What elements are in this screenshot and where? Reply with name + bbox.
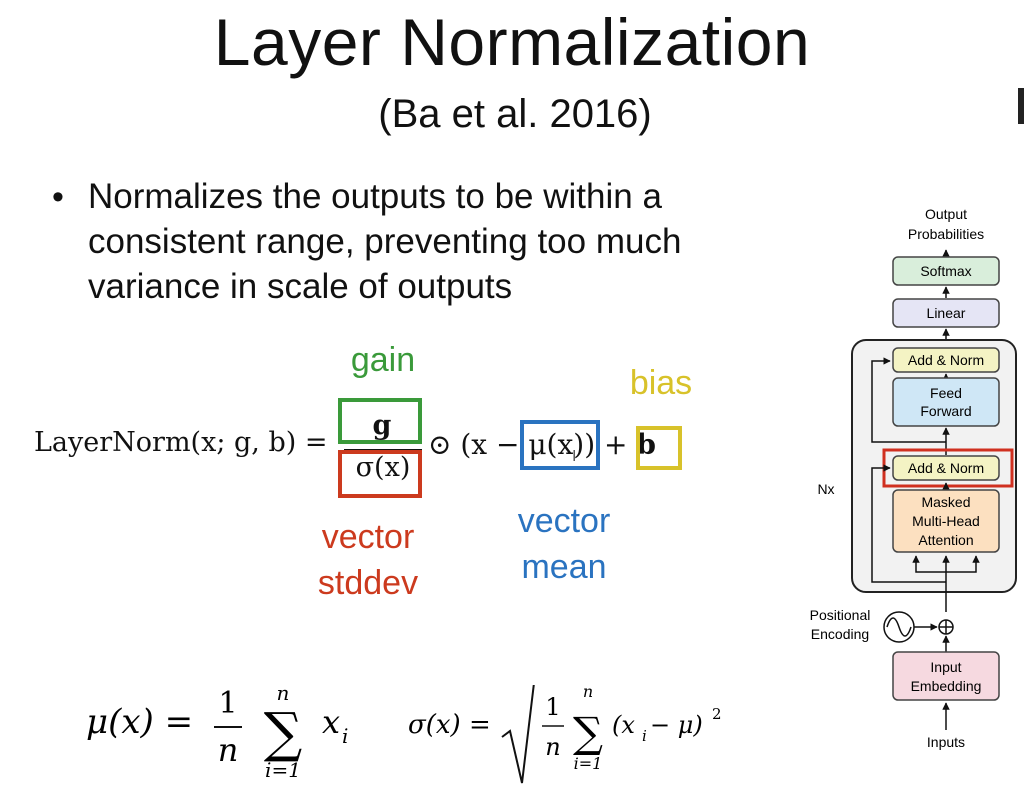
sine-wave-curve [886,617,912,637]
add-norm-top-label: Add & Norm [908,352,984,368]
stddev-highlight-box [338,450,422,498]
layernorm-rhs: ⊙ (x − μ(x)) + b [428,428,656,461]
output-label-line2: Probabilities [908,226,984,242]
std-eq-frac-den: n [545,733,560,761]
attention-label-line3: Attention [918,532,973,548]
gain-highlight-box [338,398,422,444]
mean-label-line2: mean [521,548,607,586]
std-eq-tail: − μ) [650,711,703,739]
add-norm-bottom-label: Add & Norm [908,460,984,476]
stddev-label-line1: vector [321,518,415,556]
bias-label: bias [629,364,693,402]
embedding-label-line2: Embedding [911,678,982,694]
bullet-text: Normalizes the outputs to be within a co… [88,177,682,306]
arrow-to-attn-q [912,555,946,573]
stddev-equation: σ(x) = 1 n n ∑ i=1 (x i − μ) 2 [408,685,722,784]
stddev-label-line2: stddev [317,564,419,602]
softmax-block [892,256,1000,286]
nx-label: Nx [817,481,834,497]
attention-label-line2: Multi-Head [912,513,980,529]
feed-forward-label-line2: Forward [920,403,971,419]
linear-block [892,298,1000,328]
mean-highlight-box [520,420,600,470]
bias-highlight-box [636,426,682,470]
residual-arrow-top [871,357,946,443]
text-cursor-icon: I [572,448,577,465]
layernorm-sigma-term: σ(x) [355,452,411,483]
layernorm-rest-prefix: ⊙ (x − [428,428,520,461]
layernorm-gain-term: g [372,410,392,441]
sqrt-radical-icon [501,685,535,784]
slide-subtitle: (Ba et al. 2016) [378,92,652,136]
std-eq-subscript: i [642,727,647,745]
std-eq-term: (x [612,711,635,739]
feed-forward-block [892,377,1000,427]
mean-eq-subscript: i [342,724,348,748]
mean-eq-sum-lower: i=1 [265,758,301,782]
feed-forward-label-line1: Feed [930,385,962,401]
sigma-sum-small-icon: ∑ [573,708,603,757]
mean-eq-term: x [322,703,340,741]
mean-eq-frac-den: n [218,731,239,769]
arrow-to-attn-v [946,555,980,573]
layernorm-mu-term: μ(x) [528,428,585,461]
sigma-sum-icon: ∑ [264,701,303,764]
output-label-line1: Output [925,206,967,222]
gain-label: gain [350,341,416,379]
positional-label-line2: Encoding [811,626,869,642]
layernorm-rest-suffix: ) + [584,428,628,461]
std-eq-frac-num: 1 [545,693,560,721]
std-eq-sum-lower: i=1 [574,754,603,773]
slide-title: Layer Normalization [213,5,811,79]
mean-label: vector mean [494,498,634,590]
mean-eq-lhs: μ(x) = [86,702,193,742]
layernorm-lhs: LayerNorm(x; g, b) = [34,427,328,458]
mean-eq-frac-num: 1 [218,686,237,721]
stddev-label: vector stddev [298,514,438,606]
std-eq-lhs: σ(x) = [408,710,491,740]
add-norm-bottom-block [892,455,1000,481]
mean-eq-sum-upper: n [277,685,290,705]
masked-attention-block [892,489,1000,553]
embedding-label-line1: Input [930,659,961,675]
transformer-diagram: Output Probabilities Softmax Linear Nx A… [810,206,1017,750]
residual-arrow-bottom [871,464,946,583]
softmax-label: Softmax [920,263,971,279]
window-edge-bar [1018,88,1024,124]
mean-label-line1: vector [517,502,611,540]
std-eq-superscript: 2 [712,705,722,723]
layernorm-bias-term: b [636,428,656,461]
std-eq-sum-upper: n [583,685,593,701]
inputs-label: Inputs [927,734,965,750]
positional-label-line1: Positional [810,607,871,623]
attention-label-line1: Masked [921,494,970,510]
mean-equation: μ(x) = 1 n n ∑ i=1 x i [86,685,348,782]
input-embedding-block [892,651,1000,701]
linear-label: Linear [927,305,966,321]
bullet-dot: • [52,178,64,216]
add-norm-top-block [892,347,1000,373]
